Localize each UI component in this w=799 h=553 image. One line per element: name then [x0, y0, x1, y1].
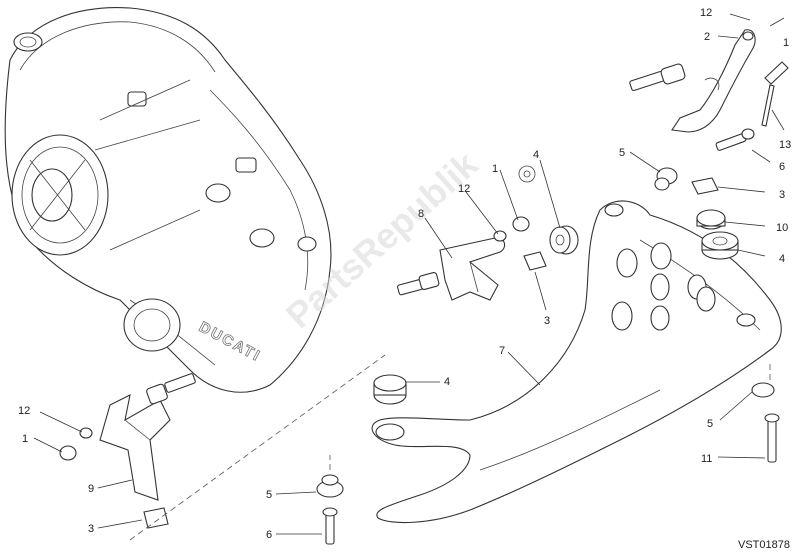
- bolt-center: [397, 272, 440, 296]
- diagram-code: VST01878: [738, 539, 790, 551]
- bolt-part-11: [764, 413, 780, 463]
- callout-5: 5: [707, 418, 713, 430]
- bracket-part-9: [99, 394, 171, 501]
- callout-4: 4: [533, 149, 539, 161]
- callout-3: 3: [544, 315, 550, 327]
- callout-7: 7: [499, 345, 505, 357]
- callout-3: 3: [88, 523, 94, 535]
- grommet-part-10: [696, 209, 726, 230]
- callout-13: 13: [779, 139, 791, 151]
- nut-part-3-left: [143, 507, 169, 529]
- callout-10: 10: [776, 222, 788, 234]
- bolt-lower-left: [146, 373, 196, 405]
- callout-4: 4: [779, 253, 785, 265]
- part-callouts: 12 2 1 13 5 6 3 10 4 1 4 12 8 3 7 4 5 11…: [18, 7, 791, 541]
- callout-5: 5: [619, 147, 625, 159]
- callout-11: 11: [701, 453, 712, 465]
- rubber-part-5-bottom: [316, 474, 344, 498]
- grommet-part-4-bottom: [373, 374, 407, 405]
- bolt-part-13: [761, 61, 789, 127]
- washer-part-12-left: [79, 427, 93, 439]
- bracket-part-2: [671, 29, 756, 133]
- callout-3: 3: [779, 189, 785, 201]
- callout-12: 12: [458, 183, 470, 195]
- dashed-assembly-line: [129, 354, 386, 541]
- callout-8: 8: [418, 208, 424, 220]
- bracket-part-8: [439, 237, 506, 301]
- bolt-part-6-top: [715, 128, 755, 151]
- gear-icon: [518, 165, 536, 183]
- nut-part-3-top: [691, 177, 719, 195]
- callout-6: 6: [266, 529, 272, 541]
- callout-9: 9: [88, 483, 94, 495]
- leader-lines: [33, 13, 785, 535]
- callout-1: 1: [492, 163, 498, 175]
- bolt-part-1-center: [512, 216, 530, 232]
- callout-12: 12: [700, 7, 712, 19]
- engine-clutch-cover: DUCATI: [4, 7, 332, 393]
- washer-part-12-center: [493, 230, 507, 242]
- grommet-part-4-right: [701, 231, 739, 260]
- callout-2: 2: [704, 31, 710, 43]
- callout-6: 6: [779, 161, 785, 173]
- rubber-part-5-top: [654, 167, 678, 191]
- callout-4: 4: [444, 376, 450, 388]
- callout-1: 1: [783, 37, 789, 49]
- nut-part-3-center: [523, 251, 547, 271]
- grommet-part-4-center: [549, 225, 579, 255]
- bolt-upper-left: [629, 63, 686, 92]
- skid-plate-part-7: [371, 200, 782, 524]
- callout-5: 5: [266, 489, 272, 501]
- callout-1: 1: [22, 433, 28, 445]
- callout-12: 12: [18, 405, 30, 417]
- bolt-part-1-left: [59, 445, 77, 461]
- rubber-part-5-right: [751, 382, 775, 398]
- bolt-part-6-bottom: [322, 507, 338, 545]
